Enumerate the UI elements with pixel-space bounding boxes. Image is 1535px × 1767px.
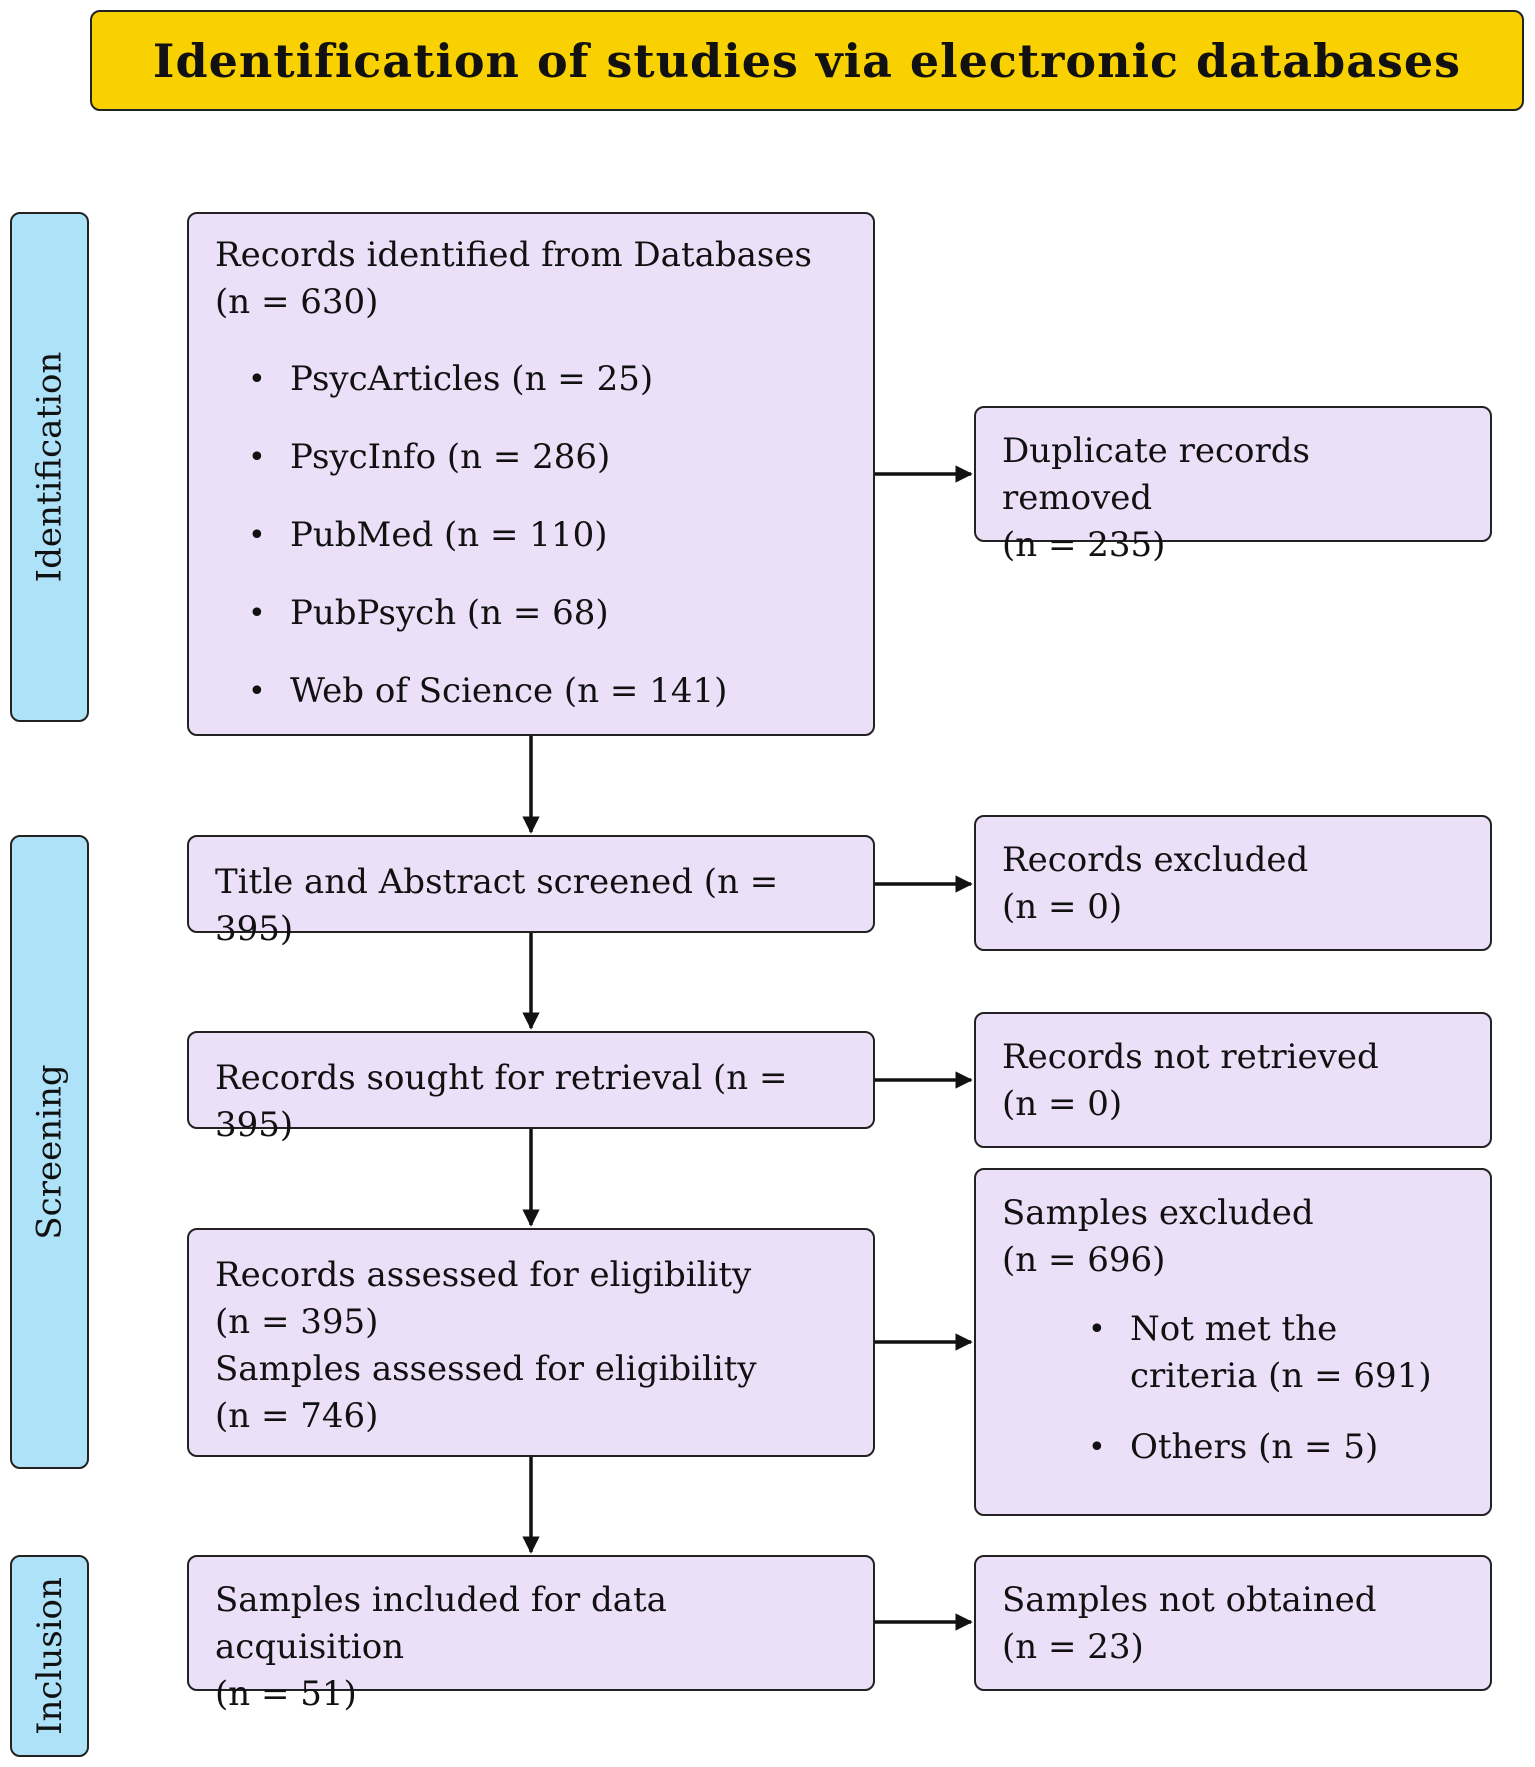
sought-title: Records sought for retrieval (n = 395): [215, 1058, 788, 1145]
header-title: Identification of studies via electronic…: [152, 33, 1462, 88]
samples-assessed-title: Samples assessed for eligibility: [215, 1349, 757, 1389]
exclusion-reason-item: Others (n = 5): [1088, 1424, 1464, 1471]
phase-inclusion: Inclusion: [10, 1555, 89, 1757]
phase-identification: Identification: [10, 212, 89, 722]
records-identified-count: (n = 630): [215, 282, 379, 322]
excluded-count: (n = 0): [1002, 887, 1123, 927]
samples-excluded-box: Samples excluded (n = 696) Not met the c…: [974, 1168, 1492, 1516]
not-obtained-count: (n = 23): [1002, 1627, 1144, 1667]
duplicates-title: Duplicate records removed: [1002, 431, 1310, 518]
not-obtained-title: Samples not obtained: [1002, 1580, 1377, 1620]
included-count: (n = 51): [215, 1674, 357, 1714]
records-identified-title: Records identified from Databases: [215, 235, 812, 275]
phase-screening: Screening: [10, 835, 89, 1469]
duplicates-count: (n = 235): [1002, 525, 1166, 565]
exclusion-reason-item: Not met the criteria (n = 691): [1088, 1306, 1464, 1400]
exclusion-reason-list: Not met the criteria (n = 691) Others (n…: [1002, 1306, 1464, 1471]
not-obtained-box: Samples not obtained (n = 23): [974, 1555, 1492, 1691]
not-retrieved-title: Records not retrieved: [1002, 1037, 1379, 1077]
database-item: PsycInfo (n = 286): [248, 434, 847, 481]
database-item: PubMed (n = 110): [248, 512, 847, 559]
records-assessed-count: (n = 395): [215, 1302, 379, 1342]
assessed-box: Records assessed for eligibility (n = 39…: [187, 1228, 875, 1457]
database-item: PsycArticles (n = 25): [248, 356, 847, 403]
records-assessed-title: Records assessed for eligibility: [215, 1255, 752, 1295]
header-banner: Identification of studies via electronic…: [90, 10, 1524, 111]
samples-excluded-count: (n = 696): [1002, 1240, 1166, 1280]
records-identified-box: Records identified from Databases (n = 6…: [187, 212, 875, 736]
not-retrieved-count: (n = 0): [1002, 1084, 1123, 1124]
samples-excluded-title: Samples excluded: [1002, 1193, 1314, 1233]
records-excluded-box: Records excluded (n = 0): [974, 815, 1492, 951]
screened-box: Title and Abstract screened (n = 395): [187, 835, 875, 949]
database-item: Web of Science (n = 141): [248, 668, 847, 715]
database-list: PsycArticles (n = 25) PsycInfo (n = 286)…: [215, 356, 847, 715]
screened-title: Title and Abstract screened (n = 395): [215, 862, 779, 949]
excluded-title: Records excluded: [1002, 840, 1309, 880]
sought-box: Records sought for retrieval (n = 395): [187, 1031, 875, 1145]
not-retrieved-box: Records not retrieved (n = 0): [974, 1012, 1492, 1148]
included-title: Samples included for data acquisition: [215, 1580, 667, 1667]
database-item: PubPsych (n = 68): [248, 590, 847, 637]
samples-assessed-count: (n = 746): [215, 1396, 379, 1436]
duplicates-removed-box: Duplicate records removed (n = 235): [974, 406, 1492, 565]
included-box: Samples included for data acquisition (n…: [187, 1555, 875, 1714]
